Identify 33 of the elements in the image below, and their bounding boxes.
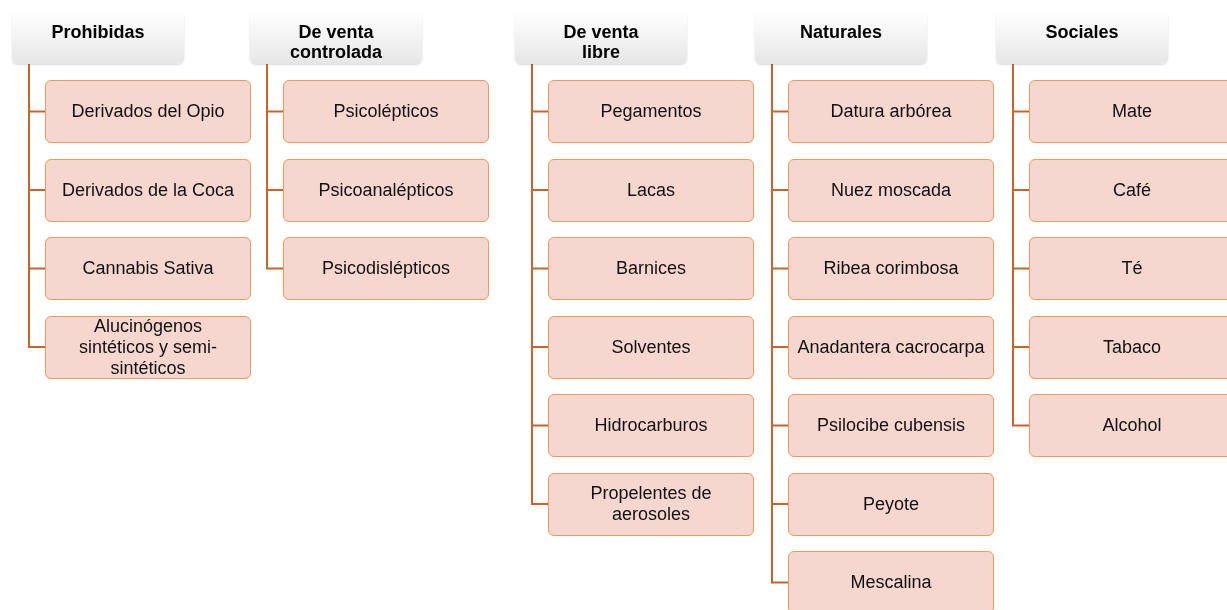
item-box: Peyote bbox=[788, 472, 994, 536]
item-box: Café bbox=[1029, 158, 1227, 222]
item-box: Anadantera cacrocarpa bbox=[788, 315, 994, 379]
item-box: Derivados del Opio bbox=[45, 80, 251, 143]
connector-line bbox=[266, 63, 284, 270]
item-box: Pegamentos bbox=[548, 80, 754, 143]
item-box: Ribea corimbosa bbox=[788, 237, 994, 300]
item-box: Cannabis Sativa bbox=[45, 237, 251, 300]
item-box: Psicoanalépticos bbox=[283, 158, 489, 222]
item-box: Barnices bbox=[548, 237, 754, 300]
item-box: Psicolépticos bbox=[283, 80, 489, 143]
category-header: De venta controlada bbox=[250, 12, 422, 64]
item-box: Solventes bbox=[548, 315, 754, 379]
item-box: Derivados de la Coca bbox=[45, 158, 251, 222]
item-box: Lacas bbox=[548, 158, 754, 222]
item-box: Psicodislépticos bbox=[283, 237, 489, 300]
item-box: Tabaco bbox=[1029, 315, 1227, 379]
connector-line bbox=[1012, 63, 1030, 427]
category-header: Sociales bbox=[996, 12, 1168, 64]
item-box: Té bbox=[1029, 237, 1227, 300]
item-box: Alucinógenos sintéticos y semi-sintéticos bbox=[45, 315, 251, 379]
item-box: Mescalina bbox=[788, 551, 994, 610]
item-box: Hidrocarburos bbox=[548, 394, 754, 457]
item-box: Mate bbox=[1029, 80, 1227, 143]
item-box: Psilocibe cubensis bbox=[788, 394, 994, 457]
item-box: Alcohol bbox=[1029, 394, 1227, 457]
category-header: Prohibidas bbox=[12, 12, 184, 64]
category-header: Naturales bbox=[755, 12, 927, 64]
item-box: Datura arbórea bbox=[788, 80, 994, 143]
category-header: De venta libre bbox=[515, 12, 687, 64]
connector-line bbox=[28, 63, 46, 348]
item-box: Propelentes de aerosoles bbox=[548, 472, 754, 536]
item-box: Nuez moscada bbox=[788, 158, 994, 222]
